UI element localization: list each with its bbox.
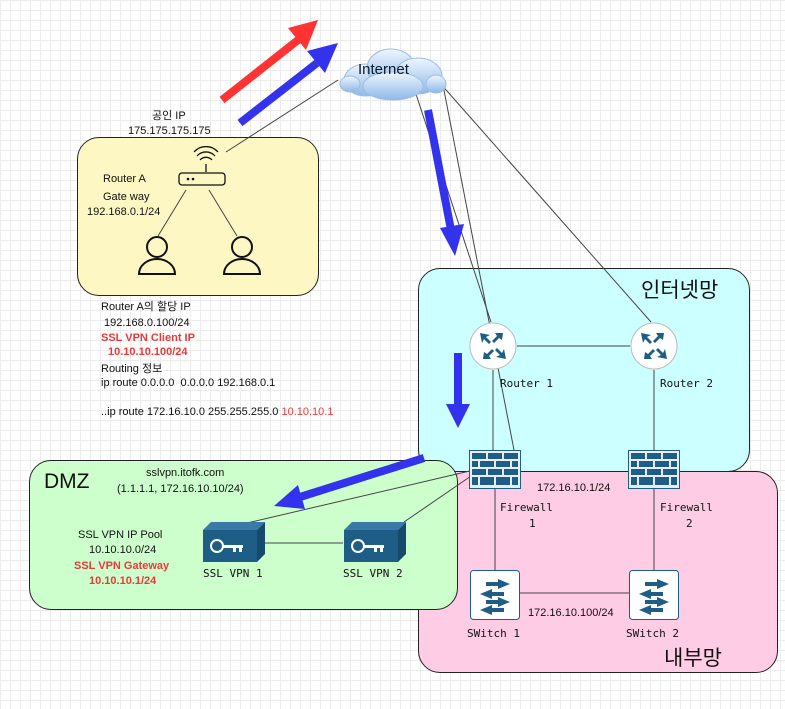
router-a-zone [77,137,319,296]
dmz-domain: sslvpn.itofk.com [146,467,225,479]
firewall-2-label-line2: 2 [686,517,693,530]
switch-2-icon[interactable] [629,570,679,620]
dmz-zone-label: DMZ [44,470,90,493]
internet-label: Internet [358,61,409,78]
vpn-client-ip-value: 10.10.10.100/24 [108,346,188,358]
public-ip-value: 175.175.175.175 [128,125,211,137]
firewall-subnet-label: 172.16.10.1/24 [537,482,611,494]
internal-zone-label: 내부망 [664,647,722,670]
routing-title: Routing 정보 [101,363,163,375]
route-line-2-prefix: ip route 172.16.10.0 255.255.255.0 [107,406,282,418]
ssl-vpn-1-icon[interactable] [203,522,265,562]
vpn-client-ip-title: SSL VPN Client IP [101,332,195,344]
internet-network-zone [418,268,750,472]
router-2-label: Router 2 [660,377,713,390]
route-ellipsis: ... [101,406,111,418]
router-a-gateway-ip: 192.168.0.1/24 [87,206,161,218]
router-a-gateway-label: Gate way [103,191,150,203]
internet-cloud-icon [336,44,448,104]
vpn-gateway-title: SSL VPN Gateway [74,560,170,572]
dmz-addresses: (1.1.1.1, 172.16.10.10/24) [117,483,244,495]
switch-subnet-label: 172.16.10.100/24 [528,607,614,619]
alloc-ip-title: Router A의 할당 IP [101,301,191,313]
firewall-1-label-line1: Firewall [500,501,553,514]
router-1-label: Router 1 [500,377,553,390]
firewall-1-label-line2: 1 [529,517,536,530]
alloc-ip-value: 192.168.0.100/24 [104,317,190,329]
switch-2-label: SWitch 2 [626,627,679,640]
vpn-pool-title: SSL VPN IP Pool [78,529,163,541]
route-line-1: ip route 0.0.0.0 0.0.0.0 192.168.0.1 [101,377,276,389]
user-icon [136,234,178,276]
ssl-vpn-2-icon[interactable] [344,522,406,562]
route-line-2: ip route 172.16.10.0 255.255.255.0 10.10… [101,391,333,419]
user-icon [221,234,263,276]
firewall-1-icon[interactable] [469,450,521,489]
ssl-vpn-2-label: SSL VPN 2 [343,567,403,580]
switch-1-icon[interactable] [470,570,520,620]
router-1-icon[interactable] [469,322,517,370]
switch-1-label: SWitch 1 [467,627,520,640]
wifi-router-icon [178,146,228,190]
vpn-pool-value: 10.10.10.0/24 [89,544,157,556]
router-2-icon[interactable] [630,322,678,370]
firewall-2-label-line1: Firewall [660,501,713,514]
internet-zone-label: 인터넷망 [641,279,719,302]
route-line-2-gateway: 10.10.10.1 [281,406,334,418]
vpn-gateway-ip: 10.10.10.1/24 [89,575,157,587]
firewall-2-icon[interactable] [628,450,680,489]
router-a-name: Router A [103,173,146,185]
public-ip-title: 공인 IP [152,110,186,122]
ssl-vpn-1-label: SSL VPN 1 [203,567,263,580]
